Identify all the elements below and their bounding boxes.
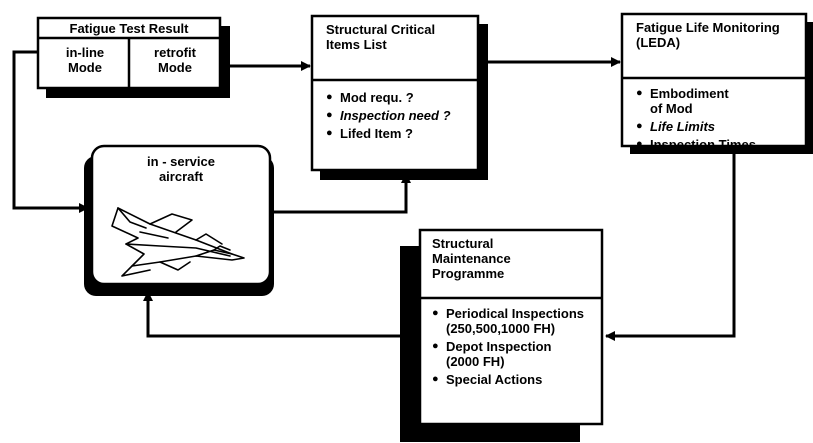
retrofit-mode-label: retrofit Mode: [154, 45, 196, 75]
life-monitoring-list: Embodiment of Mod Life Limits Inspection…: [636, 86, 802, 152]
maintenance-item: Special Actions: [432, 372, 598, 387]
in-service-title: in - service aircraft: [147, 154, 215, 184]
life-monitoring-item: Life Limits: [636, 119, 802, 134]
arrow-test-to-in-service: [12, 50, 89, 213]
life-monitoring-item: Embodiment of Mod: [636, 86, 736, 116]
critical-item: Inspection need ?: [326, 108, 476, 123]
in-line-mode-label: in-line Mode: [65, 45, 105, 75]
life-monitoring-item: Inspection Times: [636, 137, 802, 152]
arrow-maintenance-to-in-service: [143, 291, 400, 338]
maintenance-title: Structural Maintenance Programme: [432, 236, 511, 281]
arrow-life-monitoring-to-maintenance: [605, 154, 736, 341]
critical-item: Lifed Item ?: [326, 126, 476, 141]
maintenance-item: Depot Inspection (2000 FH): [432, 339, 588, 369]
connectors: [12, 50, 736, 341]
fatigue-test-box: [36, 16, 230, 98]
fatigue-test-title: Fatigue Test Result: [69, 21, 189, 36]
arrow-in-service-to-critical-items: [274, 173, 411, 214]
life-monitoring-title: Fatigue Life Monitoring (LEDA): [636, 20, 780, 50]
maintenance-item: Periodical Inspections (250,500,1000 FH): [432, 306, 596, 336]
critical-item: Mod requ. ?: [326, 90, 476, 105]
fighter-jet-icon: [111, 207, 245, 277]
critical-items-title: Structural Critical Items List: [326, 22, 436, 52]
maintenance-list: Periodical Inspections (250,500,1000 FH)…: [432, 306, 598, 387]
critical-items-list: Mod requ. ? Inspection need ? Lifed Item…: [326, 90, 476, 141]
